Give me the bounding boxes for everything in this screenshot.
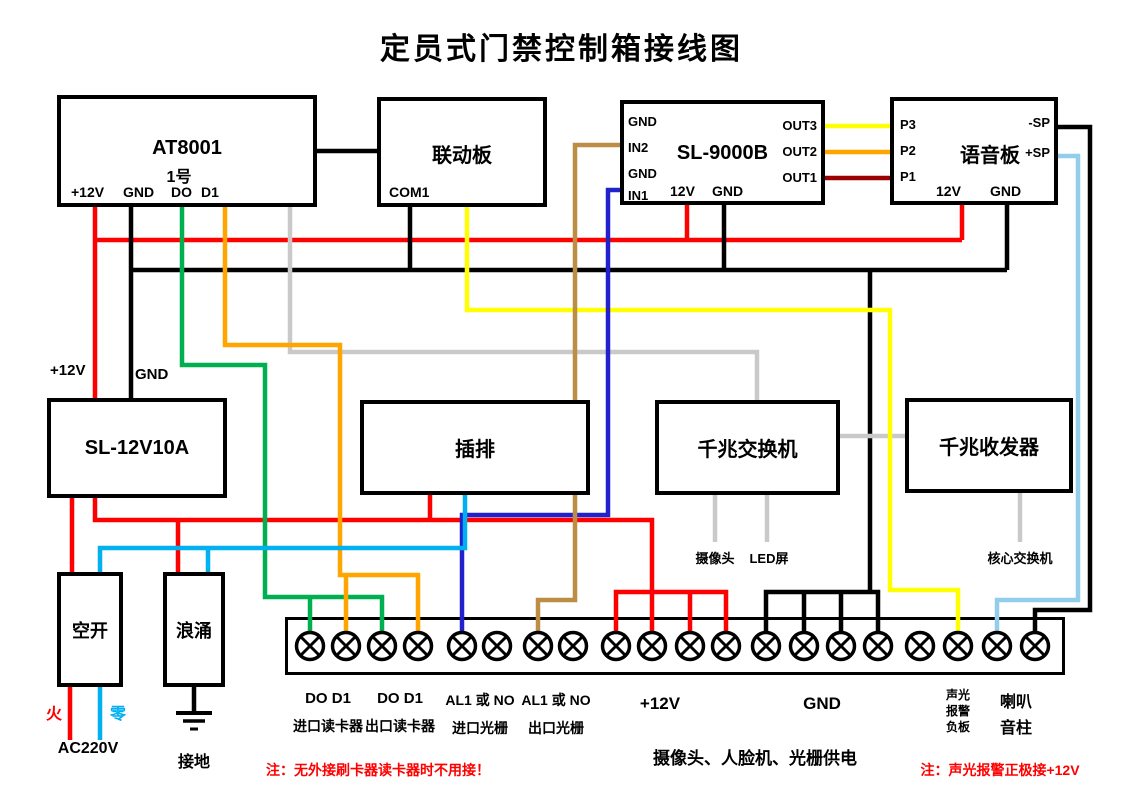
- wire-in2-to-exit-barrier: [535, 142, 620, 640]
- group-entry-reader-pins: DO D1: [305, 690, 351, 707]
- outlet-title: 插排: [455, 439, 495, 461]
- note-alarm-positive: 注：声光报警正极接+12V: [920, 762, 1080, 778]
- at8001-title: AT8001: [152, 137, 222, 159]
- box-sl9000b: SL-9000B GND IN2 GND IN1 12V GND OUT3 OU…: [620, 100, 825, 205]
- group-exit-barrier-pins: AL1 或 NO: [521, 692, 591, 708]
- psu-12v-label: +12V: [50, 362, 86, 379]
- terminal-strip: [285, 617, 1065, 675]
- page-title: 定员式门禁控制箱接线图: [380, 33, 743, 66]
- ac220v-label: AC220V: [57, 740, 119, 757]
- core-switch-label: 核心交换机: [987, 551, 1053, 566]
- transceiver-title: 千兆收发器: [939, 437, 1039, 459]
- live-label: 火: [46, 706, 63, 723]
- group-entry-barrier-label: 进口光栅: [452, 720, 508, 736]
- box-psu: SL-12V10A: [47, 398, 227, 498]
- pin-p2: P2: [900, 143, 916, 158]
- alarm-label-3: 负板: [945, 720, 971, 734]
- pin-out2: OUT2: [782, 144, 817, 159]
- note-no-external-reader: 注：无外接刷卡器读卡器时不用接！: [266, 762, 490, 778]
- group-gnd-label: GND: [803, 694, 841, 713]
- wire-at8001-net-to-switch: [287, 207, 760, 400]
- box-voice: 语音板 P3 P2 P1 12V GND -SP +SP: [890, 97, 1058, 205]
- pin-voice-gnd: GND: [990, 183, 1022, 199]
- box-switch: 千兆交换机: [655, 400, 840, 495]
- switch-title: 千兆交换机: [697, 439, 798, 461]
- camera-label: 摄像头: [695, 551, 735, 566]
- box-at8001: AT8001 1号 +12V GND DO D1: [57, 95, 317, 207]
- at8001-subtitle: 1号: [166, 169, 192, 186]
- pin-sl9000b-gnd: GND: [712, 183, 744, 199]
- pin-gnd: GND: [123, 184, 155, 200]
- speaker-label-2: 音柱: [999, 720, 1033, 737]
- pin-12v: +12V: [71, 184, 105, 200]
- box-surge: 浪涌: [163, 572, 225, 687]
- box-breaker: 空开: [57, 572, 123, 687]
- psu-gnd-label: GND: [135, 366, 169, 383]
- pin-out1: OUT1: [782, 170, 817, 185]
- pin-voice-12v: 12V: [936, 183, 961, 199]
- breaker-title: 空开: [72, 620, 108, 641]
- pin-do: DO: [171, 184, 192, 200]
- group-entry-barrier-pins: AL1 或 NO: [445, 692, 515, 708]
- neutral-label: 零: [110, 706, 127, 723]
- ground-label: 接地: [177, 754, 211, 771]
- box-transceiver: 千兆收发器: [905, 398, 1073, 493]
- box-outlet: 插排: [360, 400, 590, 495]
- pin-gnd-2: GND: [628, 166, 657, 181]
- pin-p3: P3: [900, 117, 916, 132]
- pin-out3: OUT3: [782, 118, 817, 133]
- alarm-label-1: 声光: [945, 688, 971, 702]
- pin-d1: D1: [201, 184, 219, 200]
- speaker-label-1: 喇叭: [999, 694, 1033, 711]
- pin-sl9000b-12v: 12V: [670, 183, 695, 199]
- group-exit-reader-label: 出口读卡器: [365, 718, 435, 734]
- led-screen-label: LED屏: [749, 551, 789, 566]
- wire-breaker-neutral-to-outlet: [97, 495, 468, 572]
- linkage-title: 联动板: [432, 145, 492, 167]
- supply-note: 摄像头、人脸机、光栅供电: [653, 749, 857, 768]
- pin-com1: COM1: [389, 184, 430, 200]
- group-entry-reader-label: 进口读卡器: [293, 718, 363, 734]
- group-12v-label: +12V: [639, 694, 681, 713]
- sl9000b-title: SL-9000B: [676, 142, 769, 164]
- pin-sp-neg: -SP: [1028, 115, 1050, 130]
- earth-ground-symbol: [176, 711, 212, 731]
- pin-in2: IN2: [628, 140, 649, 155]
- pin-gnd-1: GND: [628, 114, 657, 129]
- surge-title: 浪涌: [176, 620, 212, 641]
- pin-sp-pos: +SP: [1025, 145, 1050, 160]
- psu-title: SL-12V10A: [84, 436, 190, 459]
- group-exit-reader-pins: DO D1: [377, 690, 423, 707]
- alarm-label-2: 报警: [945, 704, 971, 718]
- group-exit-barrier-label: 出口光栅: [528, 720, 584, 736]
- pin-p1: P1: [900, 169, 916, 184]
- pin-in1: IN1: [628, 188, 649, 203]
- box-linkage: 联动板 COM1: [377, 97, 547, 207]
